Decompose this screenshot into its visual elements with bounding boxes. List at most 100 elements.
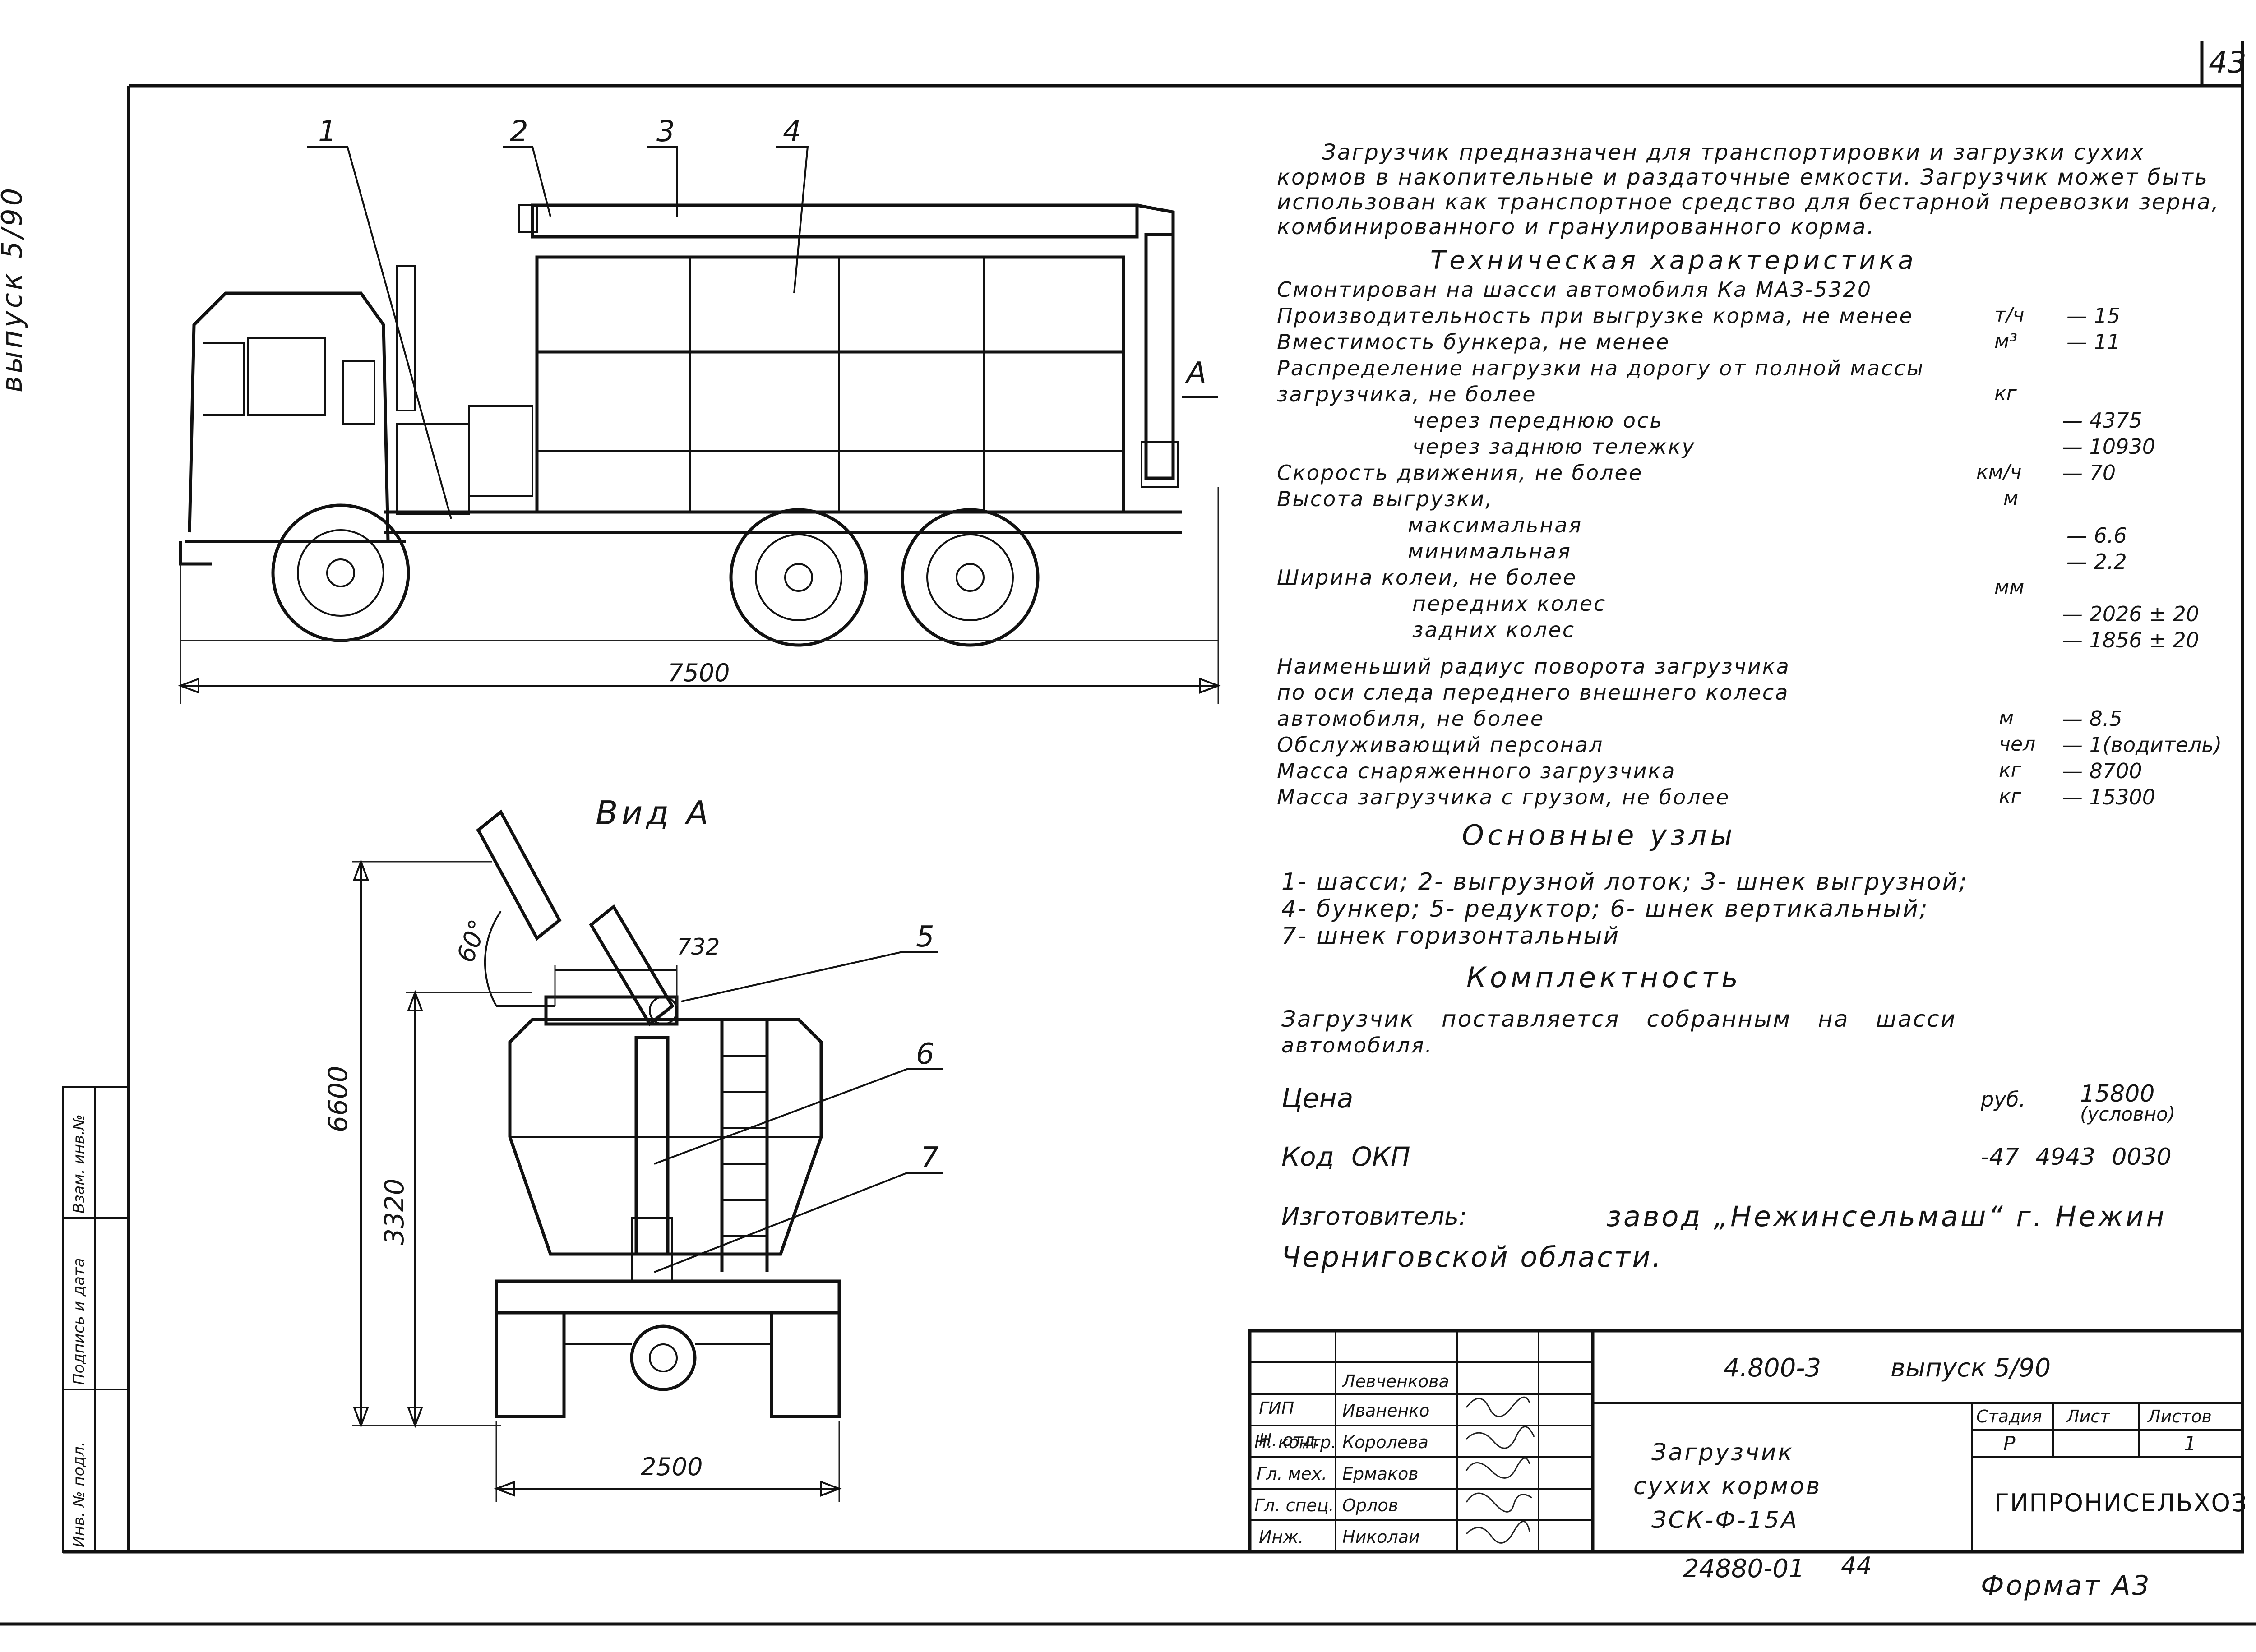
spec-unit: мм	[1994, 576, 2025, 599]
callout-3: 3	[656, 115, 675, 148]
units-line-3: 7- шнек горизонтальный	[1281, 923, 1620, 950]
spec-value: — 1856 ± 20	[2062, 628, 2200, 652]
doc-code: 4.800-3	[1724, 1353, 1821, 1383]
description-line-4: комбинированного и гранулированного корм…	[1277, 214, 1875, 240]
spec-unit: км/ч	[1976, 461, 2022, 484]
callout-5: 5	[916, 920, 934, 954]
spec-label: Скорость движения, не более	[1277, 461, 1643, 485]
spec-value: — 6.6	[2066, 523, 2127, 548]
spec-unit: чел	[1999, 733, 2036, 756]
sheet-frame	[0, 41, 2256, 1626]
side-stamp-frame	[62, 1086, 129, 1553]
sheets-total: 1	[2184, 1432, 2196, 1455]
side-issue-label: выпуск 5/90	[0, 185, 28, 392]
spec-label: задних колес	[1412, 618, 1576, 642]
spec-value: — 8700	[2062, 759, 2142, 783]
role-gl-spec: Гл. спец.	[1254, 1495, 1334, 1515]
completeness-title: Комплектность	[1466, 961, 1742, 994]
spec-value: — 10930	[2062, 434, 2155, 459]
doc-issue: выпуск 5/90	[1891, 1353, 2051, 1383]
format-label: Формат А3	[1981, 1570, 2151, 1601]
units-line-1: 1- шасси; 2- выгрузной лоток; 3- шнек вы…	[1281, 868, 1968, 895]
product-name-line-1: Загрузчик	[1651, 1439, 1794, 1466]
manufacturer-line-2: Черниговской области.	[1281, 1241, 1663, 1274]
price-unit: руб.	[1981, 1087, 2026, 1112]
sheet-number: 43	[2209, 45, 2247, 80]
completeness-line-2: автомобиля.	[1281, 1033, 1433, 1057]
spec-label: Масса снаряженного загрузчика	[1277, 759, 1676, 783]
description-line-1: Загрузчик предназначен для транспортиров…	[1322, 140, 2145, 165]
spec-label: Обслуживающий персонал	[1277, 733, 1604, 757]
role-n-otd: Н. отд.	[1259, 1430, 1321, 1450]
spec-value: — 1(водитель)	[2062, 733, 2222, 757]
callout-6: 6	[916, 1038, 934, 1071]
spec-unit: кг	[1999, 759, 2021, 782]
callout-7: 7	[920, 1141, 939, 1175]
spec-label: Распределение нагрузки на дорогу от полн…	[1277, 356, 1925, 380]
sheet-header: Лист	[2066, 1407, 2110, 1426]
okp-value: -47 4943 0030	[1981, 1144, 2172, 1171]
okp-label: Код ОКП	[1281, 1141, 1410, 1172]
rear-view	[352, 809, 943, 1502]
callout-1: 1	[318, 115, 337, 148]
organization-name: ГИПРОНИСЕЛЬХОЗ	[1994, 1489, 2248, 1517]
title-block-grid	[1248, 1329, 2244, 1554]
manufacturer-label: Изготовитель:	[1281, 1202, 1467, 1231]
spec-value: — 4375	[2062, 408, 2142, 433]
spec-label: загрузчика, не более	[1277, 382, 1537, 406]
callout-2: 2	[510, 115, 528, 148]
side-stamp-vzam-inv: Взам. инв.№	[70, 1114, 88, 1214]
spec-label: Наименьший радиус поворота загрузчика	[1277, 654, 1790, 678]
spec-value: — 2.2	[2066, 549, 2127, 574]
spec-unit: м	[1999, 706, 2014, 729]
dimension-2500: 2500	[641, 1453, 703, 1481]
spec-unit: м	[2003, 487, 2019, 510]
completeness-line-1: Загрузчик поставляется собранным на шасс…	[1281, 1006, 1957, 1032]
spec-label: Ширина колеи, не более	[1277, 565, 1577, 590]
callout-4: 4	[783, 115, 801, 148]
spec-label: Высота выгрузки,	[1277, 487, 1493, 511]
spec-label: через заднюю тележку	[1412, 434, 1696, 459]
spec-unit: кг	[1999, 785, 2021, 808]
spec-label: Производительность при выгрузке корма, н…	[1277, 304, 1914, 328]
product-name-line-3: ЗСК-Ф-15А	[1651, 1507, 1799, 1534]
spec-unit: т/ч	[1994, 304, 2025, 327]
spec-label: передних колес	[1412, 591, 1607, 616]
units-title: Основные узлы	[1462, 819, 1736, 852]
description-line-2: кормов в накопительные и раздаточные емк…	[1277, 165, 2209, 190]
signature-scribbles	[1465, 1396, 1535, 1544]
view-a-title: Вид А	[596, 794, 712, 832]
spec-value: — 11	[2066, 330, 2121, 354]
archive-number: 24880-01	[1683, 1554, 1805, 1583]
product-name-line-2: сухих кормов	[1633, 1473, 1822, 1500]
name-gl-mekh: Ермаков	[1342, 1464, 1419, 1484]
role-gip: ГИП	[1259, 1398, 1294, 1418]
spec-label: Масса загрузчика с грузом, не более	[1277, 785, 1730, 809]
sheets-header: Листов	[2148, 1407, 2212, 1426]
spec-label: через переднюю ось	[1412, 408, 1664, 433]
side-stamp-signature-date: Подпись и дата	[70, 1258, 88, 1385]
price-label: Цена	[1281, 1083, 1354, 1114]
spec-value: — 2026 ± 20	[2062, 602, 2200, 626]
dimension-732: 732	[677, 934, 720, 960]
spec-label: минимальная	[1408, 539, 1572, 563]
price-value: 15800	[2080, 1080, 2155, 1107]
spec-label: по оси следа переднего внешнего колеса	[1277, 680, 1789, 705]
role-gl-mekh: Гл. мех.	[1257, 1464, 1327, 1484]
role-n-kontr: Н. контр.	[1254, 1432, 1337, 1452]
spec-unit: м³	[1994, 330, 2017, 353]
manufacturer-line-1: завод „Нежинсельмаш“ г. Нежин	[1606, 1200, 2167, 1233]
role-inzh: Инж.	[1259, 1527, 1304, 1547]
spec-label: автомобиля, не более	[1277, 706, 1545, 731]
archive-sheet: 44	[1841, 1552, 1872, 1580]
stage-value: Р	[2003, 1432, 2016, 1455]
description-line-3: использован как транспортное средство дл…	[1277, 189, 2220, 215]
view-a-marker: A	[1187, 356, 1207, 390]
spec-label: максимальная	[1408, 513, 1583, 537]
units-line-2: 4- бункер; 5- редуктор; 6- шнек вертикал…	[1281, 895, 1929, 923]
name-inzh: Николаи	[1342, 1527, 1420, 1547]
name-n-otd: Иваненко	[1342, 1401, 1430, 1421]
spec-unit: кг	[1994, 382, 2017, 405]
name-gip: Левченкова	[1342, 1371, 1449, 1391]
